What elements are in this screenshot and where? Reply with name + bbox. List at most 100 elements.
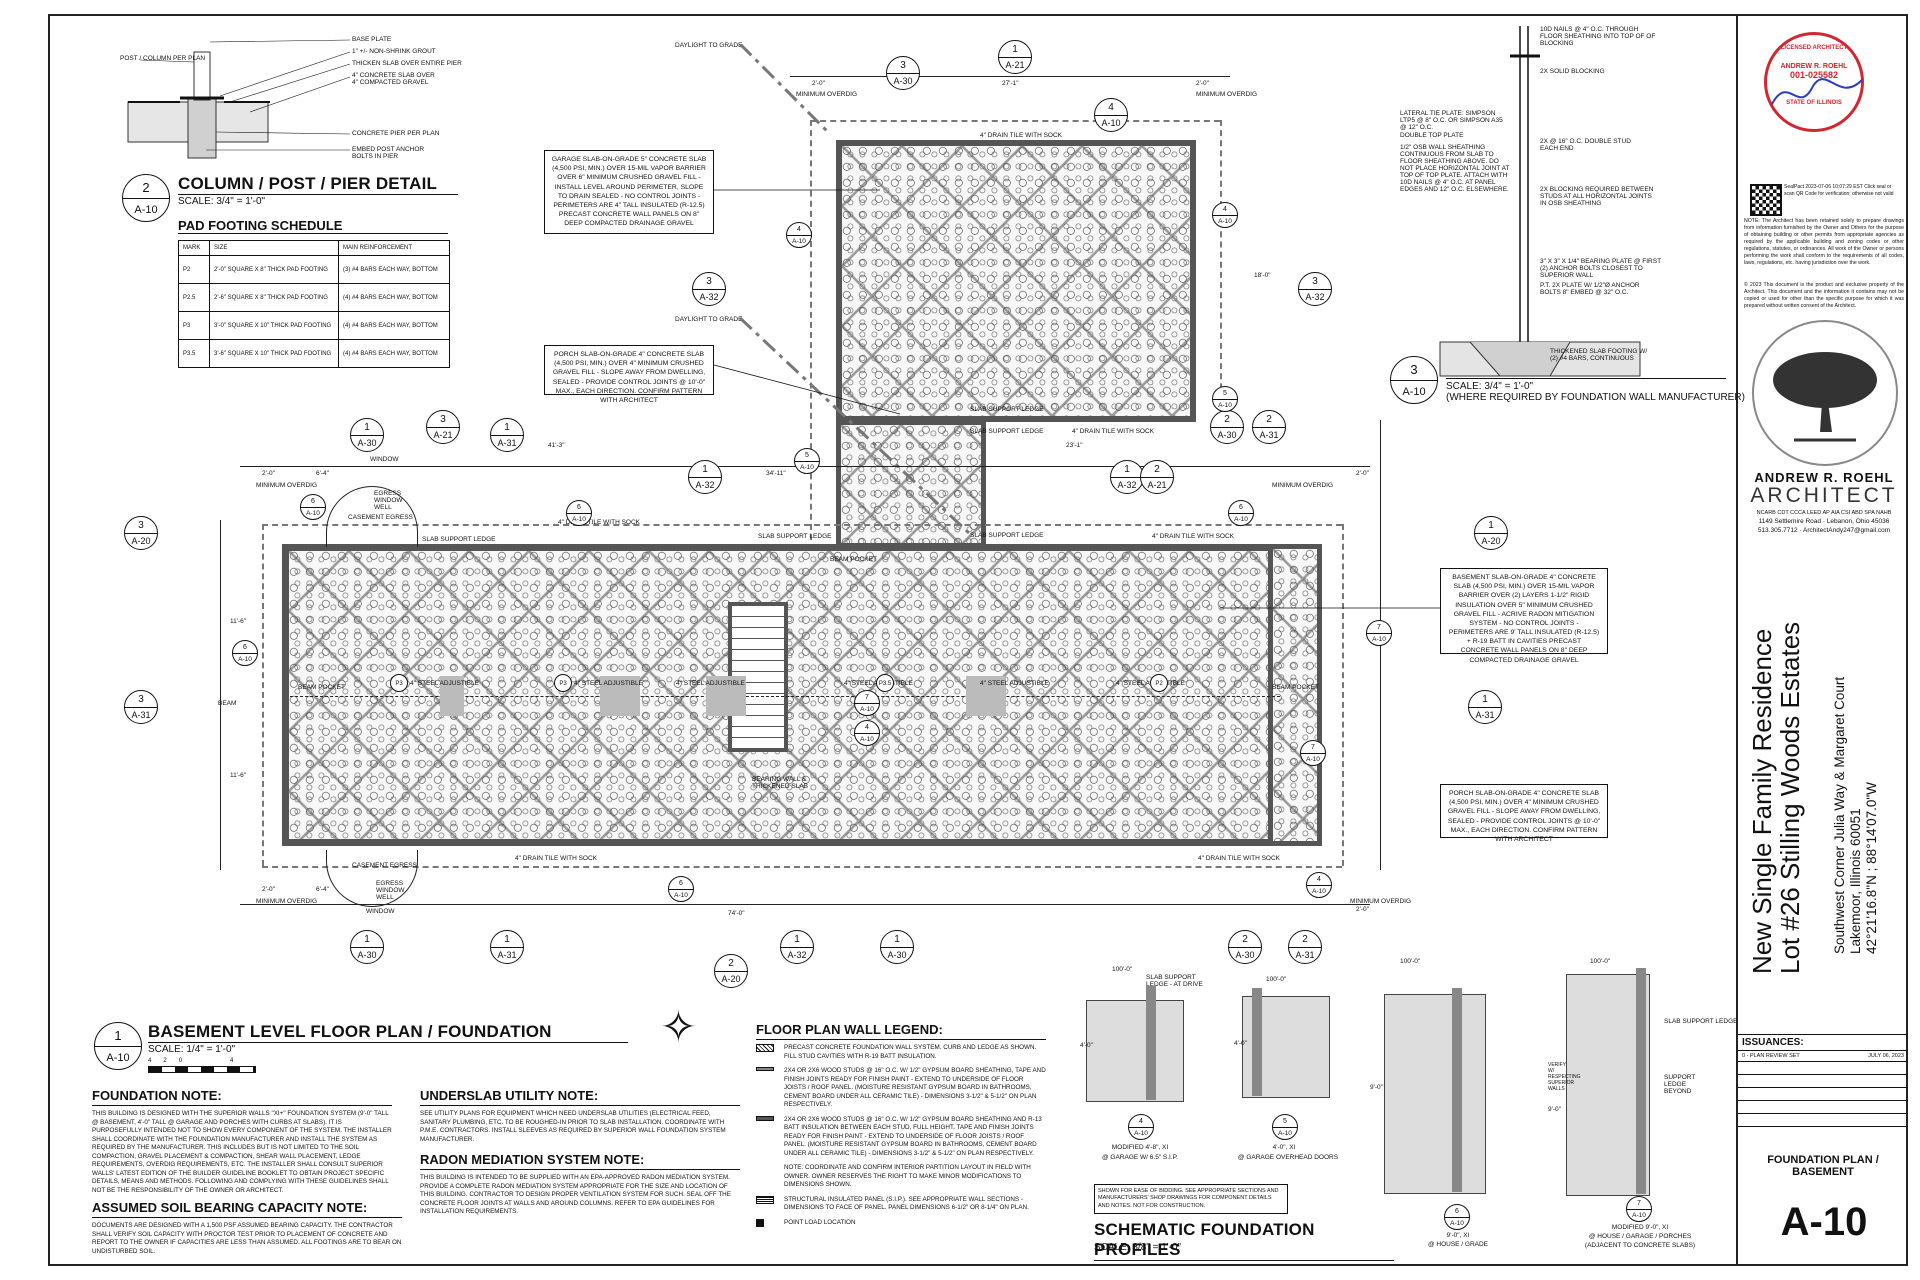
legend-item: POINT LOAD LOCATION: [756, 1218, 1046, 1228]
insulated-wall-swatch: [756, 1115, 774, 1121]
column-callout: BASE PLATE: [352, 36, 392, 43]
drain-tile-line: [262, 524, 264, 866]
overdig-label: MINIMUM OVERDIG: [256, 482, 318, 489]
pier-shading: [440, 676, 464, 716]
reinforcement-cell: (3) #4 BARS EACH WAY, BOTTOM: [338, 255, 450, 284]
dimension-line: [220, 520, 221, 870]
steel-column-label: 4" STEEL ADJUSTIBLE: [676, 680, 745, 687]
detail-bubble-2[interactable]: 2 A-10: [122, 174, 170, 222]
steel-column-label: 4" STEEL ADJUSTIBLE: [980, 680, 1049, 687]
beam-pocket-label: BEAM POCKET: [830, 556, 877, 563]
qr-code-icon[interactable]: [1750, 184, 1782, 216]
note-text: SEE UTILITY PLANS FOR EQUIPMENT WHICH NE…: [420, 1110, 726, 1143]
dimension: 27'-1": [1002, 80, 1019, 87]
header-reinforcement: MAIN REINFORCEMENT: [338, 240, 450, 256]
basement-slab-note: BASEMENT SLAB-ON-GRADE 4" CONCRETE SLAB …: [1440, 568, 1608, 664]
dimension: 11'-6": [230, 772, 247, 779]
column-callout: 1" +/- NON-SHRINK GROUT: [352, 48, 436, 55]
mark-cell: P2.5: [178, 283, 210, 312]
post-label: POST / COLUMN PER PLAN: [120, 55, 206, 62]
drain-tile-line: [262, 524, 1342, 526]
reinforcement-cell: (4) #4 BARS EACH WAY, BOTTOM: [338, 339, 450, 368]
profile-7: 100'-0" SLAB SUPPORT LEDGE SUPPORT LEDGE…: [1548, 958, 1737, 1202]
drain-tile-label: 4" DRAIN TILE WITH SOCK: [1072, 428, 1155, 435]
signature-icon: [1771, 78, 1863, 105]
detail-bubble-3[interactable]: 3 A-10: [1390, 356, 1438, 404]
profile-caption: MODIFIED 9'-0", Xi: [1611, 1224, 1669, 1231]
pad-schedule-title: PAD FOOTING SCHEDULE: [178, 218, 448, 234]
note-leaders: [713, 189, 1440, 609]
porch-slab-note: PORCH SLAB-ON-GRADE 4" CONCRETE SLAB (4,…: [544, 345, 714, 404]
issuances-title: ISSUANCES:: [1738, 1035, 1908, 1051]
daylight-leader: [740, 44, 972, 536]
pad-mark: P3: [554, 674, 572, 692]
dimension: 2'-0": [262, 886, 275, 893]
ledge-label: SLAB SUPPORT LEDGE: [970, 428, 1044, 435]
garage-slab: [836, 140, 1196, 422]
dimension: 2'-0": [1356, 906, 1369, 913]
size-cell: 2'-0" SQUARE X 8" THICK PAD FOOTING: [209, 255, 339, 284]
pier-shading: [706, 676, 746, 716]
column-detail-drawing: [127, 39, 351, 159]
legend-item: STRUCTURAL INSULATED PANEL (S.I.P.). SEE…: [756, 1195, 1046, 1213]
dimension: 6'-4": [316, 886, 329, 893]
legend-item: 2x4 OR 2x6 WOOD STUDS @ 16" O.C. W/ 1/2"…: [756, 1115, 1046, 1159]
profile-caption: @ GARAGE W/ 6.5" S.I.P.: [1102, 1154, 1178, 1161]
beam-label: BEAM: [218, 700, 237, 707]
firm-type: ARCHITECT: [1750, 484, 1898, 507]
dimension: 11'-6": [230, 618, 247, 625]
wall-legend: FLOOR PLAN WALL LEGEND: PRECAST CONCRETE…: [756, 1022, 1046, 1233]
overdig-label: MINIMUM OVERDIG: [1196, 91, 1258, 98]
drain-tile-line: [1342, 524, 1344, 866]
plan-bubble-1[interactable]: 1 A-10: [94, 1022, 142, 1070]
radon-note: RADON MEDIATION SYSTEM NOTE: THIS BUILDI…: [420, 1152, 740, 1217]
table-row: P2.5 2'-6" SQUARE X 8" THICK PAD FOOTING…: [178, 283, 450, 312]
sealpact-text: SealPact 2023-07-06 10:07:29 EST Click s…: [1784, 184, 1894, 197]
sheet-number: A-10: [1780, 1200, 1868, 1244]
column-callout: THICKEN SLAB OVER ENTIRE PIER: [352, 60, 462, 67]
